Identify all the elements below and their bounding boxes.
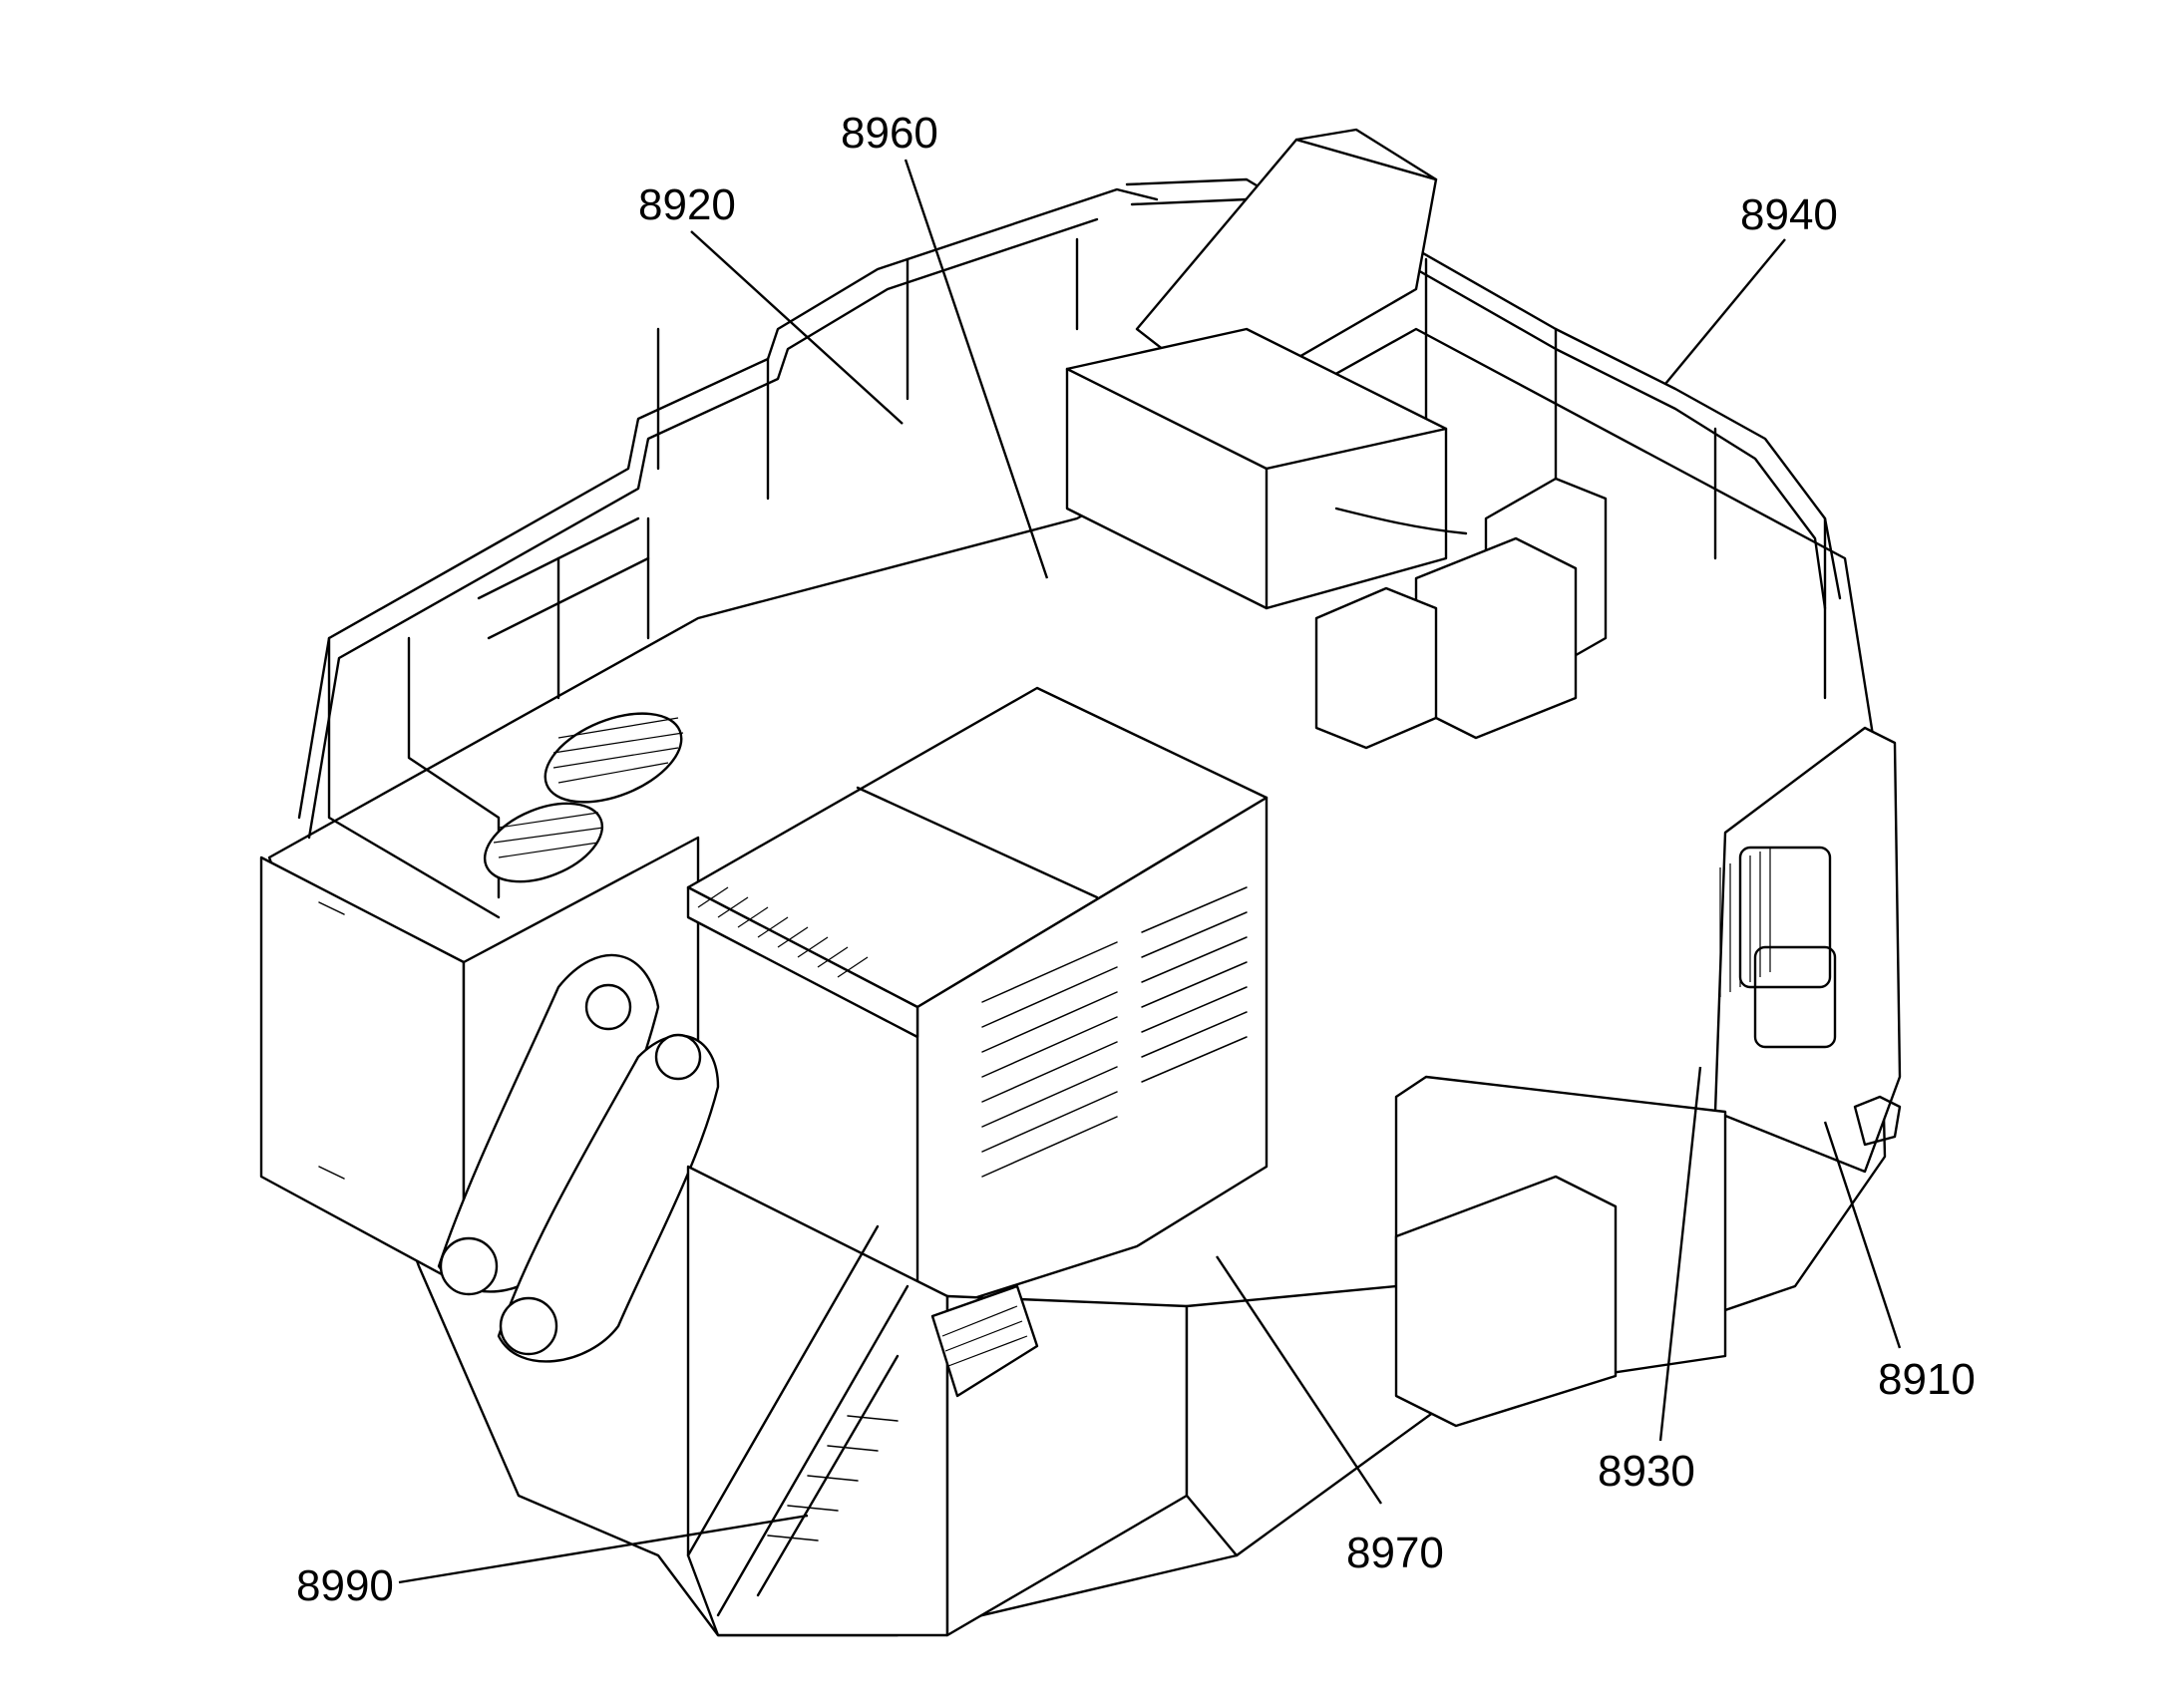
callout-8990: 8990 [296,1561,394,1610]
lower-front [437,953,1618,1637]
leader-8920 [690,230,904,425]
louvres [981,886,1248,1178]
right-grill [1719,848,1771,997]
leader-8910 [1823,1121,1902,1349]
engine-housing [686,686,1269,1318]
leader-8990 [398,1514,809,1584]
leader-lines [398,159,1902,1584]
callout-8930: 8930 [1598,1447,1695,1496]
callout-8920: 8920 [638,180,736,229]
leader-8940 [1664,238,1786,385]
leader-8930 [1658,1066,1702,1442]
callout-8970: 8970 [1346,1529,1444,1577]
top-cabinets [1065,128,1608,750]
callout-8910: 8910 [1878,1355,1976,1404]
cooling-fans [483,712,684,883]
stair-treads [767,1415,899,1541]
callout-8960: 8960 [841,109,938,158]
callout-8940: 8940 [1740,190,1838,239]
leader-8970 [1216,1255,1382,1505]
leader-8960 [904,159,1049,579]
callout-labels: 8960 8920 8940 8910 8930 8970 8990 [296,109,1976,1610]
